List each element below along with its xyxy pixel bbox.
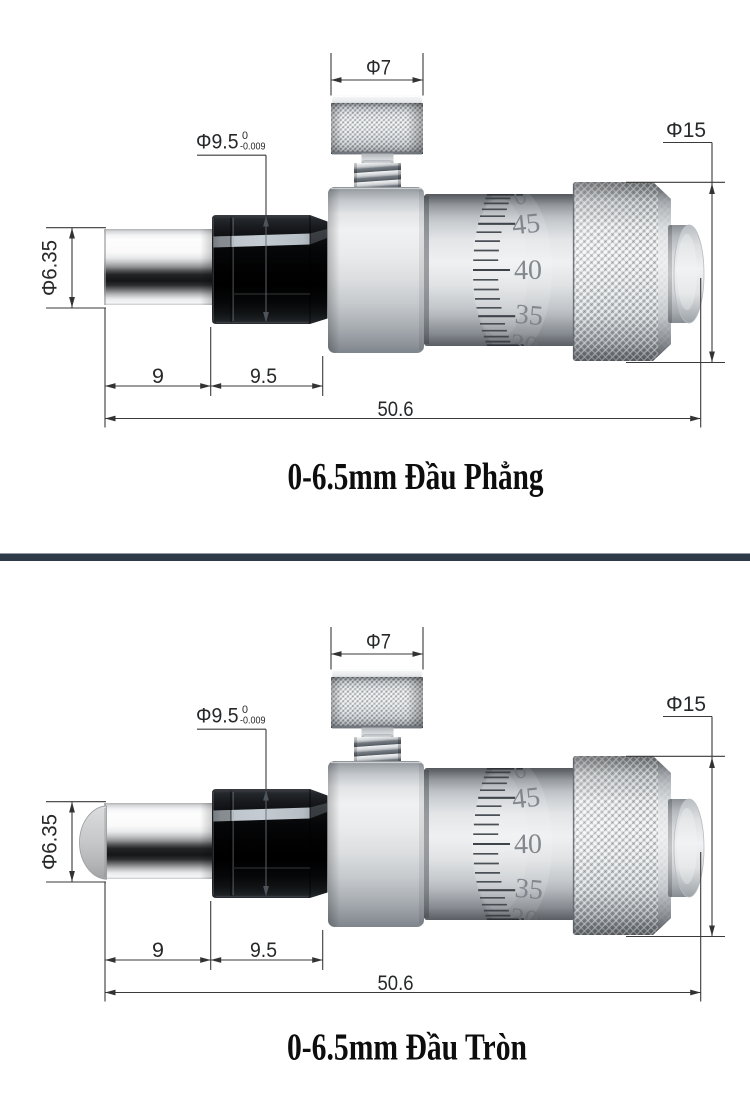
caption-round-tip: 0-6.5mm Đầu Tròn <box>287 1027 527 1069</box>
section-divider <box>0 553 750 561</box>
figure-flat-tip: 0-6.5mm Đầu Phẳng <box>38 53 726 498</box>
caption-flat-tip: 0-6.5mm Đầu Phẳng <box>288 456 544 498</box>
figure-round-tip: 0-6.5mm Đầu Tròn <box>38 627 726 1069</box>
round-tip-dome <box>79 805 107 880</box>
